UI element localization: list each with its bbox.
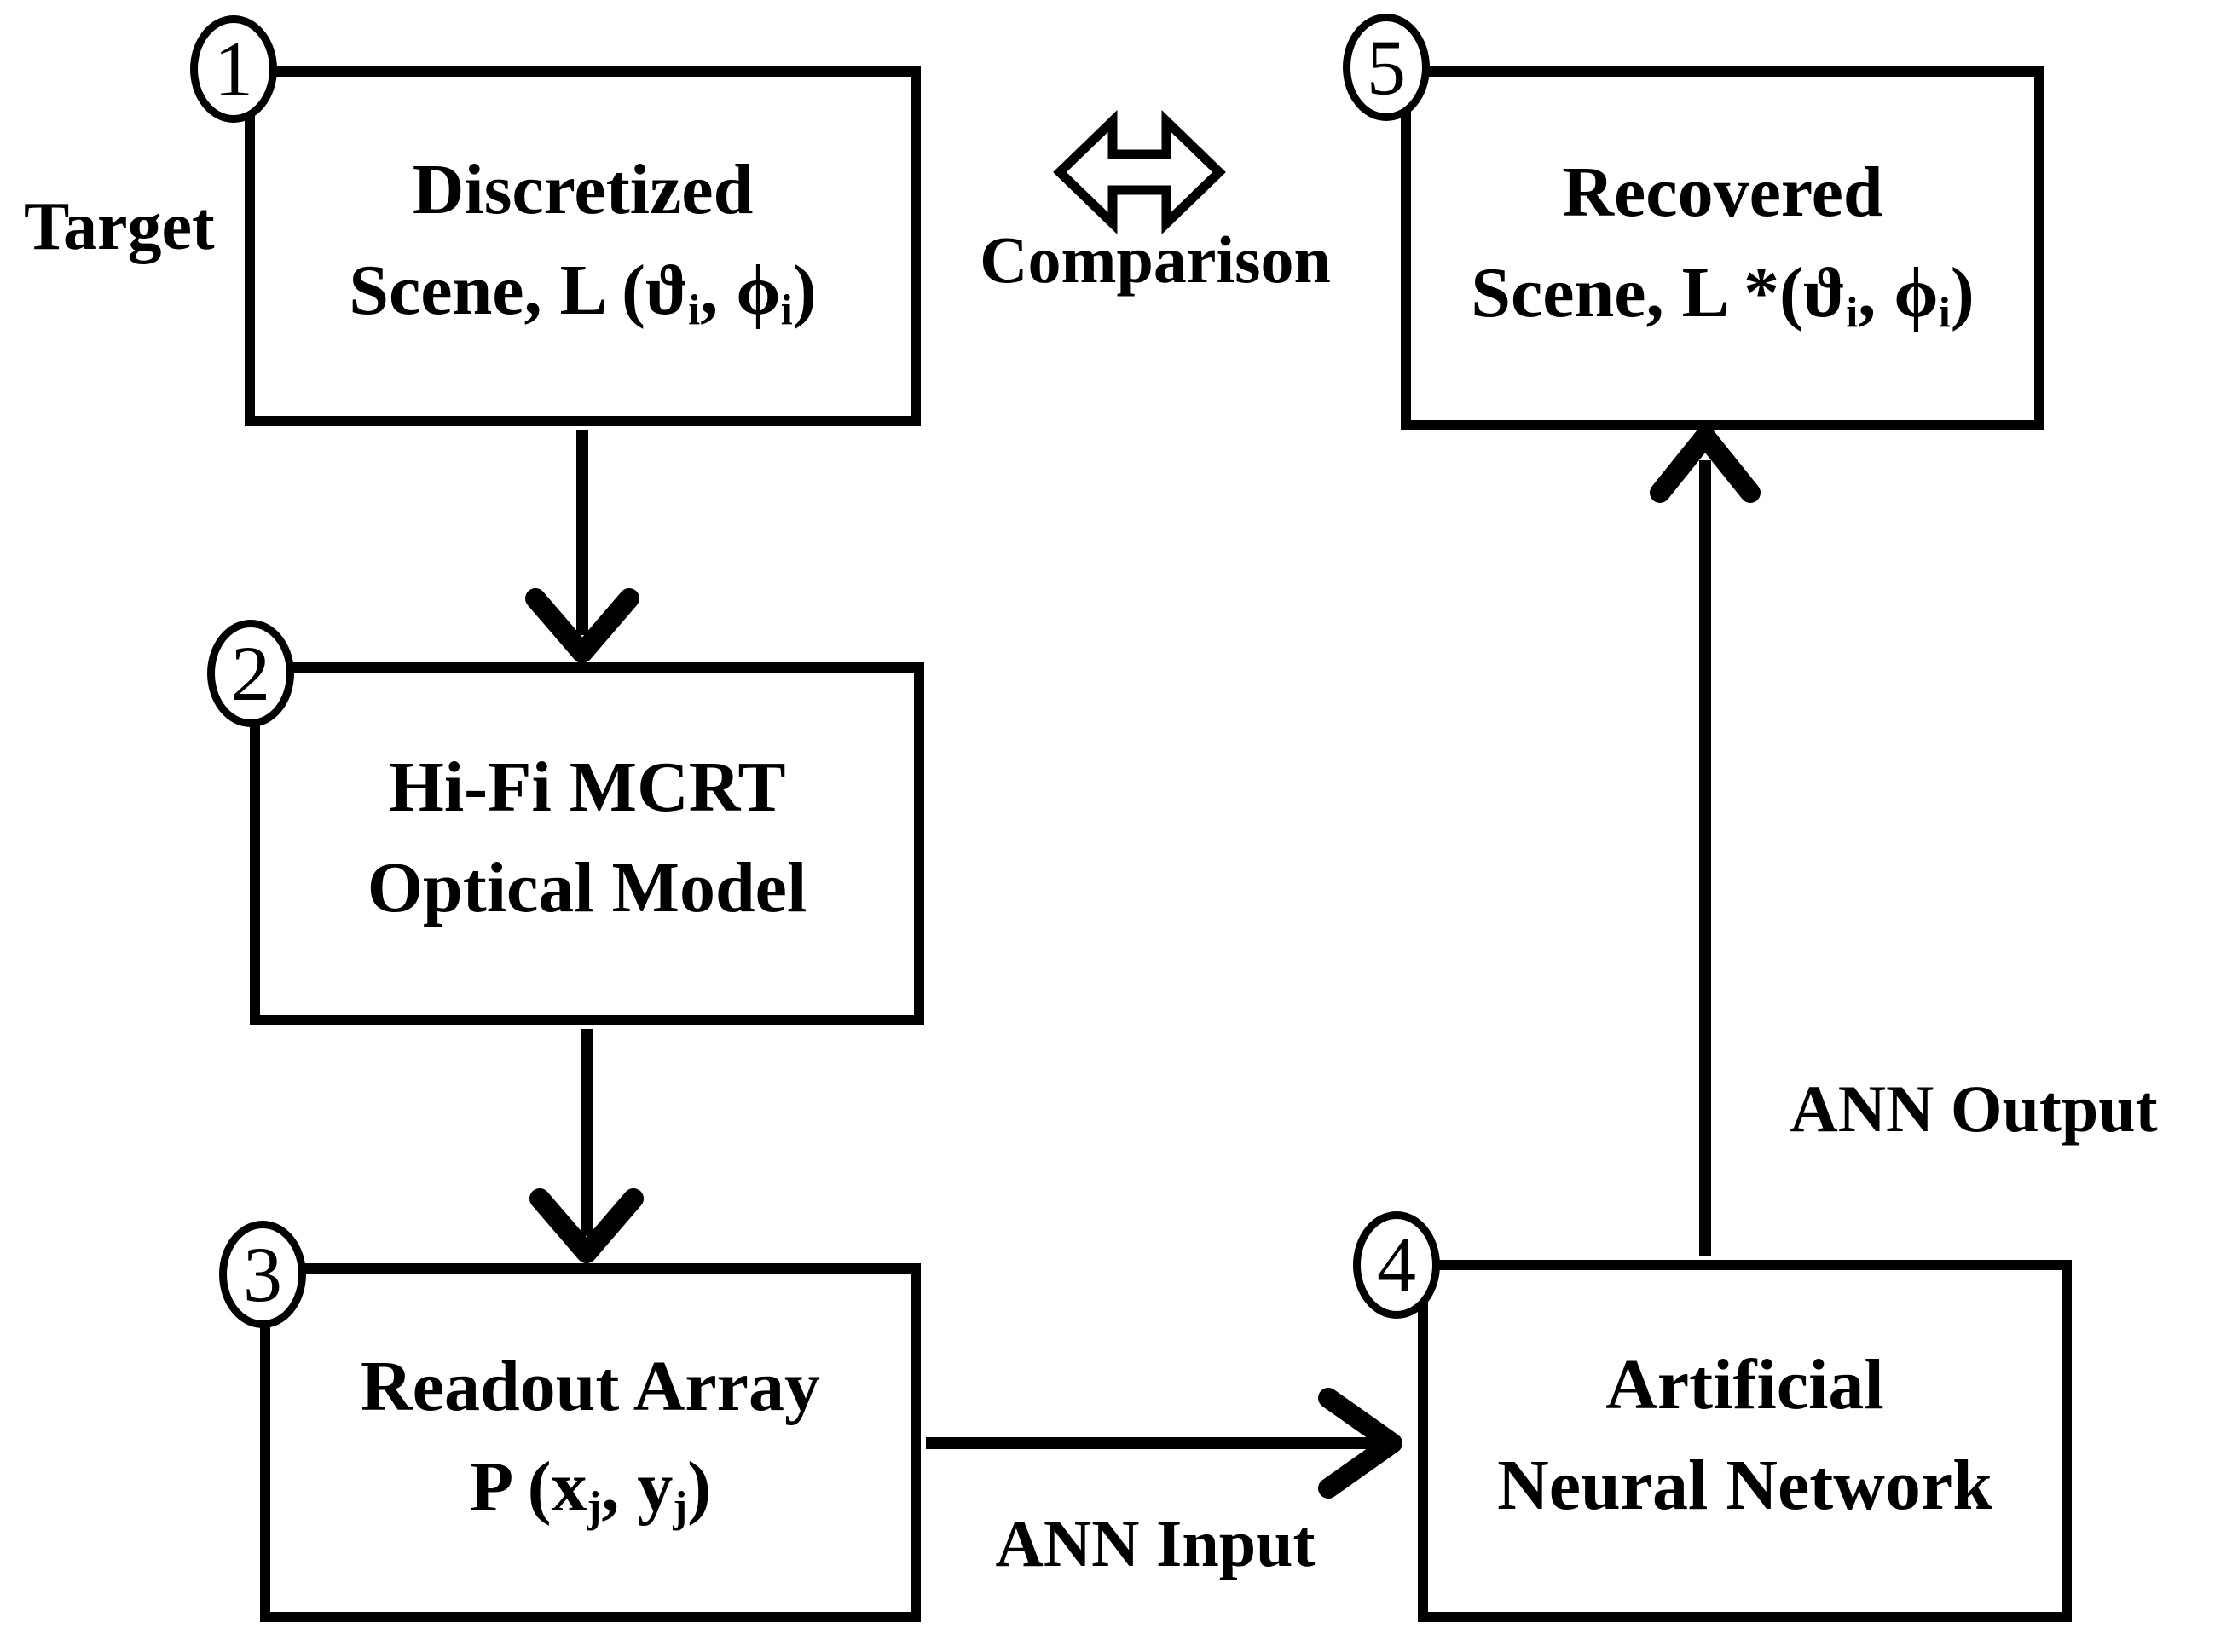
ann-output-label: ANN Output — [1790, 1071, 2158, 1146]
comparison-double-arrow-icon — [1053, 110, 1226, 234]
box-artificial-neural-network: Artificial Neural Network — [1418, 1260, 2072, 1622]
target-label: Target — [24, 189, 215, 264]
box-readout-array-line2: P (xj, yj) — [469, 1447, 712, 1531]
step-badge-4: 4 — [1353, 1211, 1440, 1319]
box-discretized-scene: Discretized Scene, L (ϑi, ϕi) — [245, 66, 921, 426]
arrow-ann-to-recovered-icon — [1650, 426, 1761, 1256]
step-badge-3: 3 — [219, 1221, 306, 1328]
arrow-readout-to-ann-icon — [926, 1388, 1402, 1499]
arrow-mcrt-to-readout-icon — [529, 1029, 644, 1263]
box-discretized-scene-line1: Discretized — [412, 150, 754, 229]
box-mcrt-optical-model-line2: Optical Model — [367, 848, 807, 927]
arrow-scene-to-mcrt-icon — [525, 430, 639, 663]
step-badge-5: 5 — [1343, 14, 1430, 121]
box-recovered-scene-line2: Scene, L *(ϑi, ϕi) — [1471, 252, 1975, 337]
box-artificial-neural-network-line2: Neural Network — [1497, 1445, 1992, 1525]
box-readout-array: Readout Array P (xj, yj) — [260, 1263, 921, 1622]
step-badge-1: 1 — [190, 15, 277, 123]
box-recovered-scene: Recovered Scene, L *(ϑi, ϕi) — [1401, 66, 2044, 430]
step-number-1: 1 — [214, 26, 253, 113]
step-number-2: 2 — [231, 630, 270, 717]
step-number-5: 5 — [1367, 24, 1406, 111]
ann-input-label: ANN Input — [995, 1506, 1316, 1580]
step-badge-2: 2 — [207, 620, 294, 727]
comparison-label: Comparison — [980, 222, 1331, 297]
box-artificial-neural-network-line1: Artificial — [1605, 1344, 1884, 1424]
box-mcrt-optical-model-line1: Hi-Fi MCRT — [388, 748, 786, 827]
step-number-4: 4 — [1377, 1222, 1416, 1308]
box-mcrt-optical-model: Hi-Fi MCRT Optical Model — [250, 662, 924, 1025]
step-number-3: 3 — [243, 1231, 282, 1318]
box-discretized-scene-line2: Scene, L (ϑi, ϕi) — [349, 251, 817, 334]
box-recovered-scene-line1: Recovered — [1562, 152, 1883, 232]
box-readout-array-line1: Readout Array — [361, 1346, 820, 1426]
